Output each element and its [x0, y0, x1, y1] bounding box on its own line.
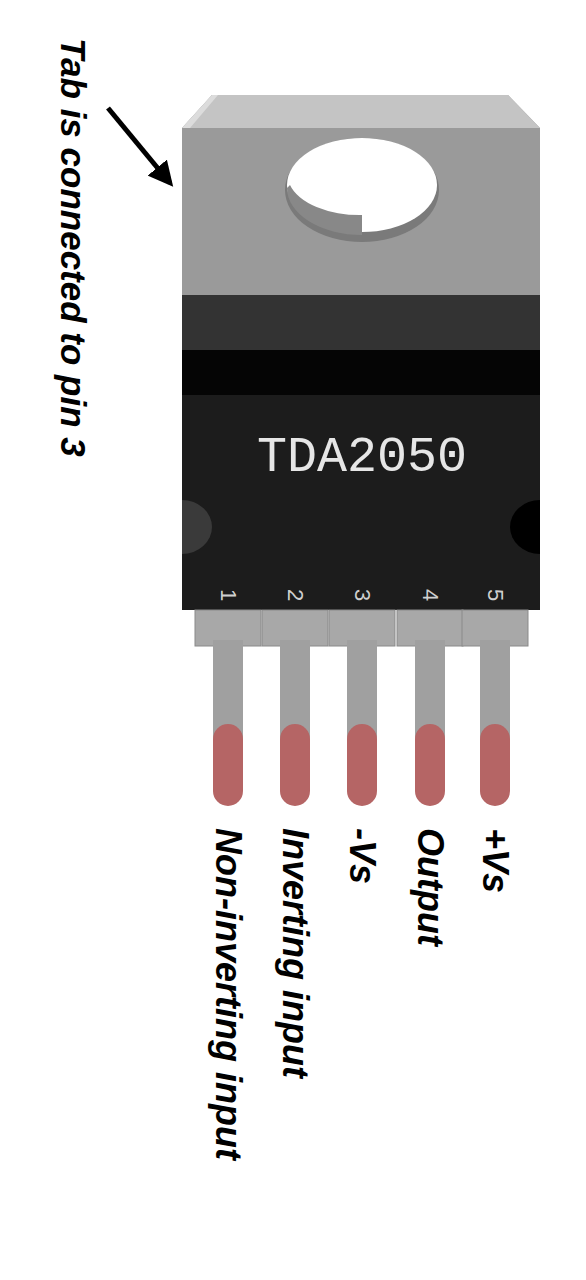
pin-tip	[480, 724, 510, 806]
pin-number: 2	[283, 589, 307, 601]
pin-name: Non-inverting input	[208, 828, 248, 1160]
package-body: TDA2050 1 2 3 4 5	[182, 395, 540, 610]
pin-tip	[415, 724, 445, 806]
pin-tip	[347, 724, 377, 806]
body-notch	[510, 500, 540, 554]
pin-number: 3	[350, 589, 374, 601]
tab-bevel-edge	[182, 95, 218, 128]
part-number: TDA2050	[257, 430, 467, 485]
pin-name: +Vs	[475, 828, 515, 893]
hole-shade	[287, 185, 362, 235]
package-body	[182, 395, 540, 610]
body-band	[182, 295, 540, 350]
metal-tab	[182, 95, 540, 295]
pin-number: 5	[483, 589, 507, 601]
pin-number: 4	[418, 589, 442, 601]
pin-tip	[280, 724, 310, 806]
pin-tip	[213, 724, 243, 806]
tab-note: Tab is connected to pin 3	[53, 38, 92, 457]
body-band	[182, 350, 540, 395]
pin-name: Inverting input	[275, 828, 315, 1078]
mounting-hole-rim	[285, 138, 439, 242]
tab-bevel	[182, 95, 540, 128]
pin-name: Output	[410, 828, 450, 946]
leader-arrow	[108, 108, 170, 183]
body-notch	[182, 500, 212, 554]
pin-number: 1	[216, 589, 240, 601]
pin-name: -Vs	[342, 828, 382, 884]
pin-leads	[195, 610, 528, 806]
